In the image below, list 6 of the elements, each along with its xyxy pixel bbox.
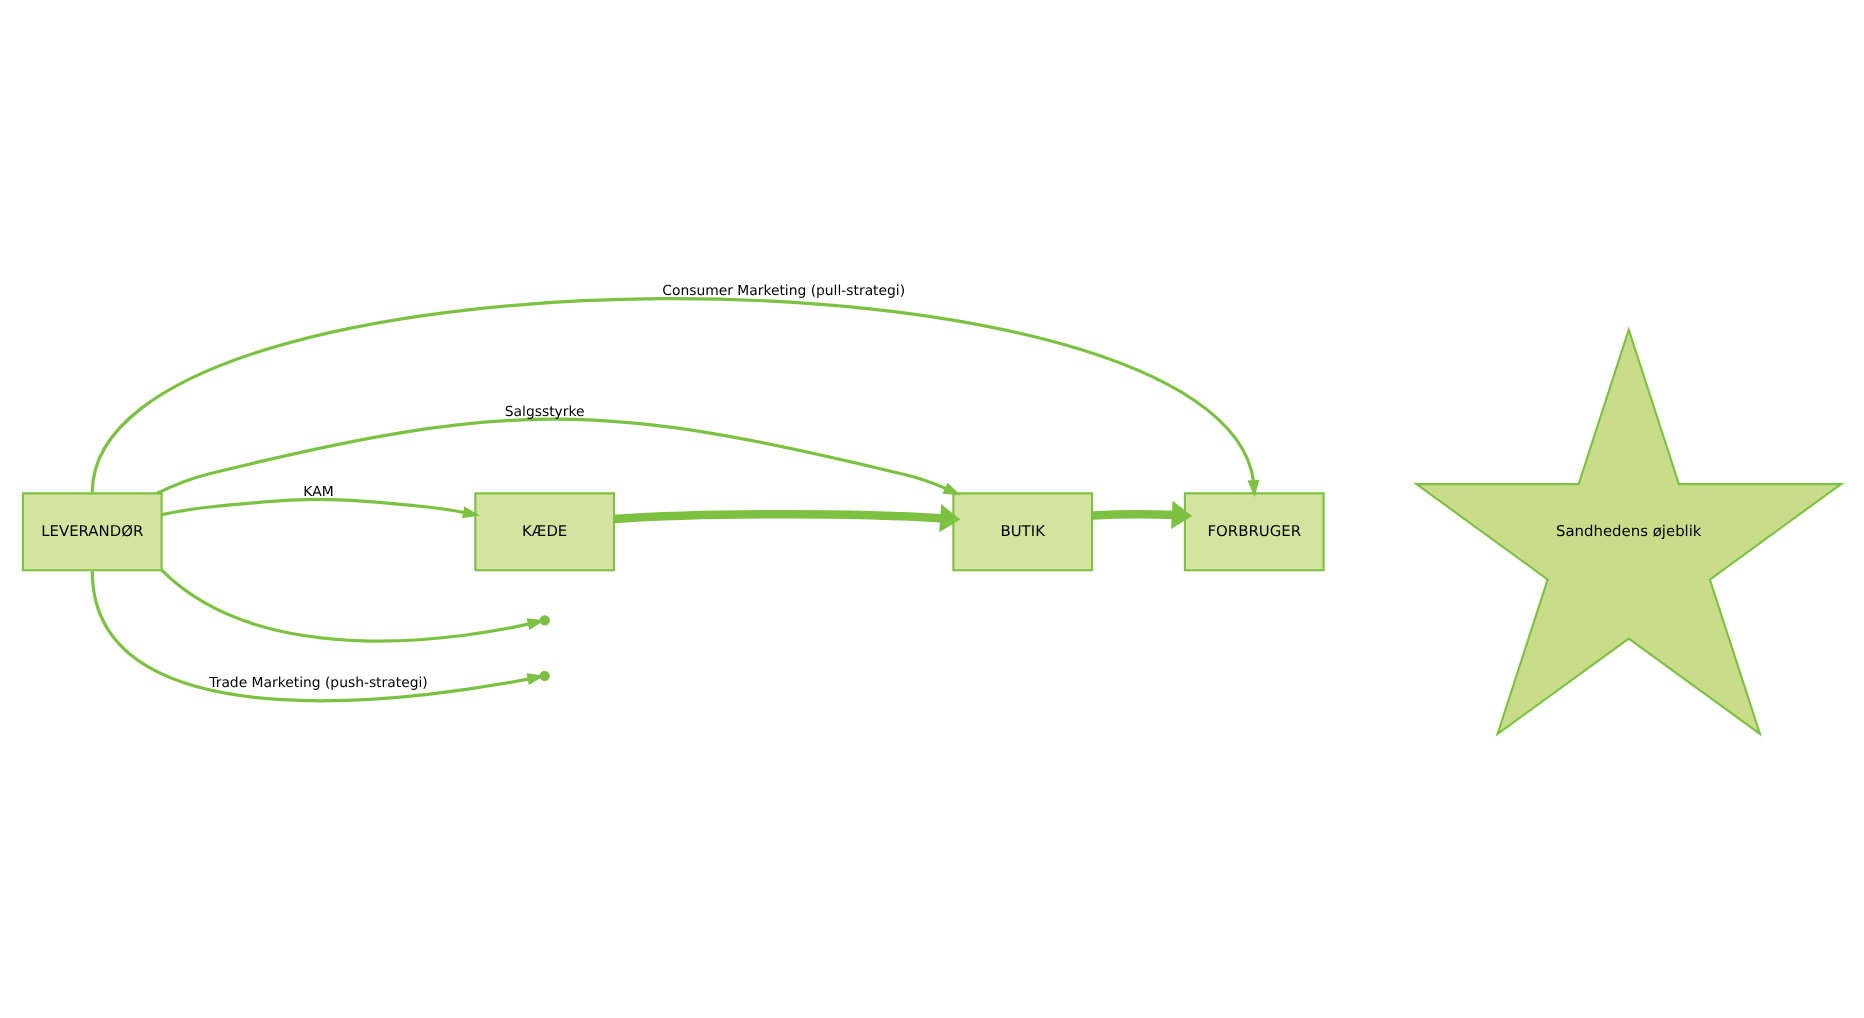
arrow — [90, 571, 545, 703]
arrow — [156, 417, 961, 496]
arrow — [614, 504, 961, 533]
arrow — [161, 497, 480, 519]
arrow — [1092, 500, 1193, 529]
arrow — [160, 569, 545, 643]
